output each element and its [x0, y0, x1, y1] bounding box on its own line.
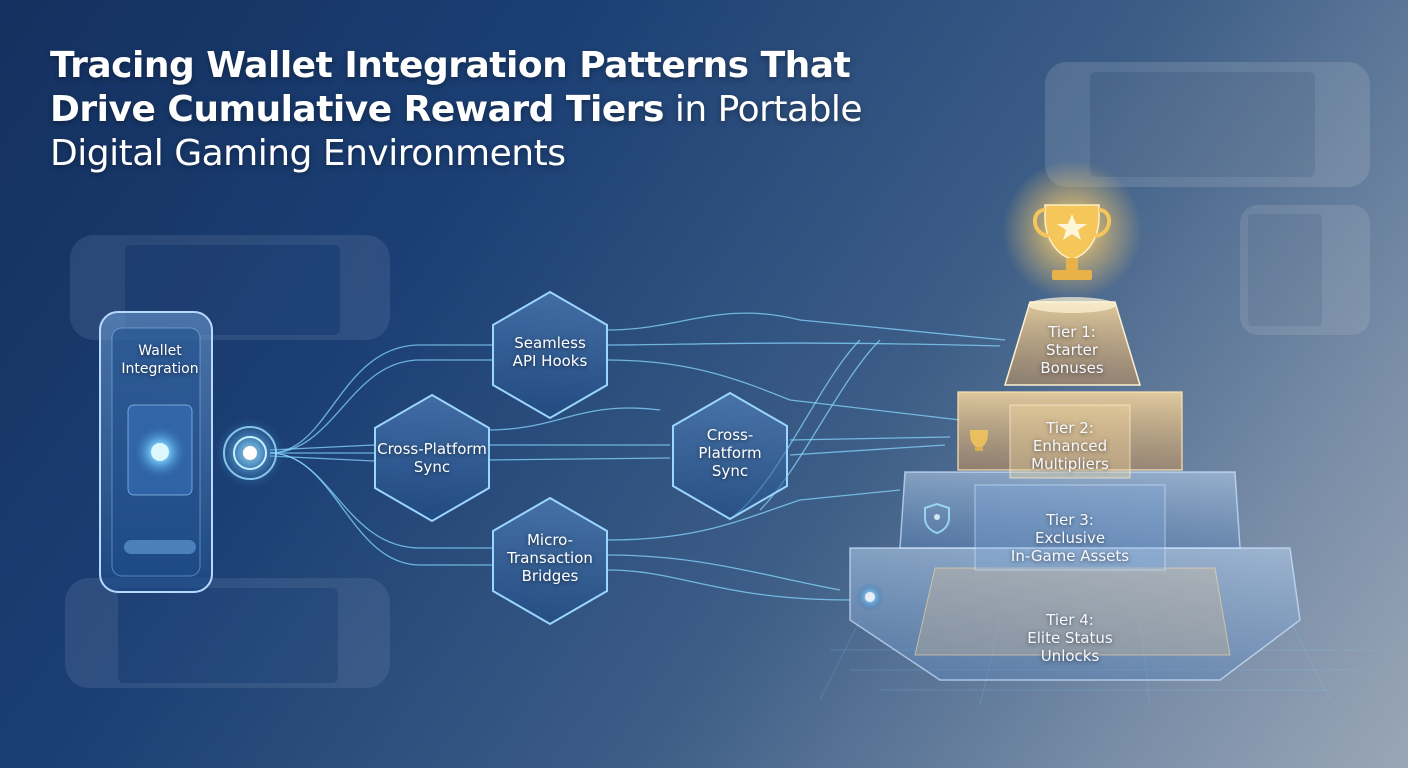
tier-label-line: Tier 1: [1048, 323, 1096, 341]
node-label-line: Cross-Platform [377, 440, 487, 458]
handheld-console-icon [65, 578, 390, 688]
tier-label-line: Unlocks [1040, 647, 1100, 665]
wallet-phone-icon [99, 311, 213, 593]
node-cross-platform-sync-right [672, 391, 788, 521]
tier-label-4: Tier 4: Elite Status Unlocks [1027, 611, 1113, 665]
tier-label-3: Tier 3: Exclusive In-Game Assets [1011, 511, 1129, 565]
node-micro-transaction-bridges [492, 496, 608, 626]
node-label-line: Cross- [706, 426, 754, 444]
node-label-line: Bridges [521, 567, 579, 585]
node-label-line: Sync [711, 462, 749, 480]
tier-label-line: Tier 3: [1046, 511, 1094, 529]
handheld-console-icon [1240, 205, 1370, 335]
title-light-2: Digital Gaming Environments [50, 133, 566, 174]
shield-icon [856, 583, 884, 611]
node-label-api-hooks: Seamless API Hooks [513, 334, 588, 370]
phone-label: Wallet Integration [121, 342, 198, 378]
data-stream-lines [269, 312, 1006, 601]
title-bold: Tracing Wallet Integration Patterns That… [50, 45, 851, 130]
node-label-line: Seamless [514, 334, 586, 352]
tier-label-line: Elite Status [1027, 629, 1113, 647]
tier-label-line: Enhanced [1032, 437, 1108, 455]
title-light-1: in Portable [674, 89, 863, 130]
node-cross-platform-sync-left [374, 393, 490, 523]
tier-label-line: Bonuses [1040, 359, 1104, 377]
handheld-console-icon [1045, 62, 1370, 187]
tier-pyramid [849, 297, 1301, 681]
node-label-line: Platform [698, 444, 762, 462]
tier-label-2: Tier 2: Enhanced Multipliers [1031, 419, 1109, 473]
phone-label-line2: Integration [121, 361, 199, 377]
tier-label-line: Multipliers [1031, 455, 1109, 473]
node-api-hooks [492, 290, 608, 420]
node-label-line: Sync [413, 458, 451, 476]
page-title: Tracing Wallet Integration Patterns That… [50, 44, 910, 176]
node-label-micro-transaction: Micro- Transaction Bridges [507, 531, 593, 585]
tier-label-line: Tier 4: [1046, 611, 1094, 629]
node-label-line: Transaction [507, 549, 593, 567]
phone-label-line1: Wallet [138, 343, 182, 359]
tier-label-1: Tier 1: Starter Bonuses [1040, 323, 1103, 377]
node-label-sync-left: Cross-Platform Sync [377, 440, 487, 476]
node-label-line: API Hooks [512, 352, 588, 370]
node-label-line: Micro- [526, 531, 574, 549]
tier-label-line: Exclusive [1034, 529, 1106, 547]
node-label-sync-right: Cross- Platform Sync [698, 426, 761, 480]
tier-label-line: Tier 2: [1046, 419, 1094, 437]
shield-icon [924, 502, 950, 535]
tier-label-line: Starter [1045, 341, 1099, 359]
signal-hub [214, 417, 286, 489]
trophy-icon [970, 430, 988, 451]
trophy-icon [1002, 160, 1142, 300]
tier-label-line: In-Game Assets [1010, 547, 1130, 565]
